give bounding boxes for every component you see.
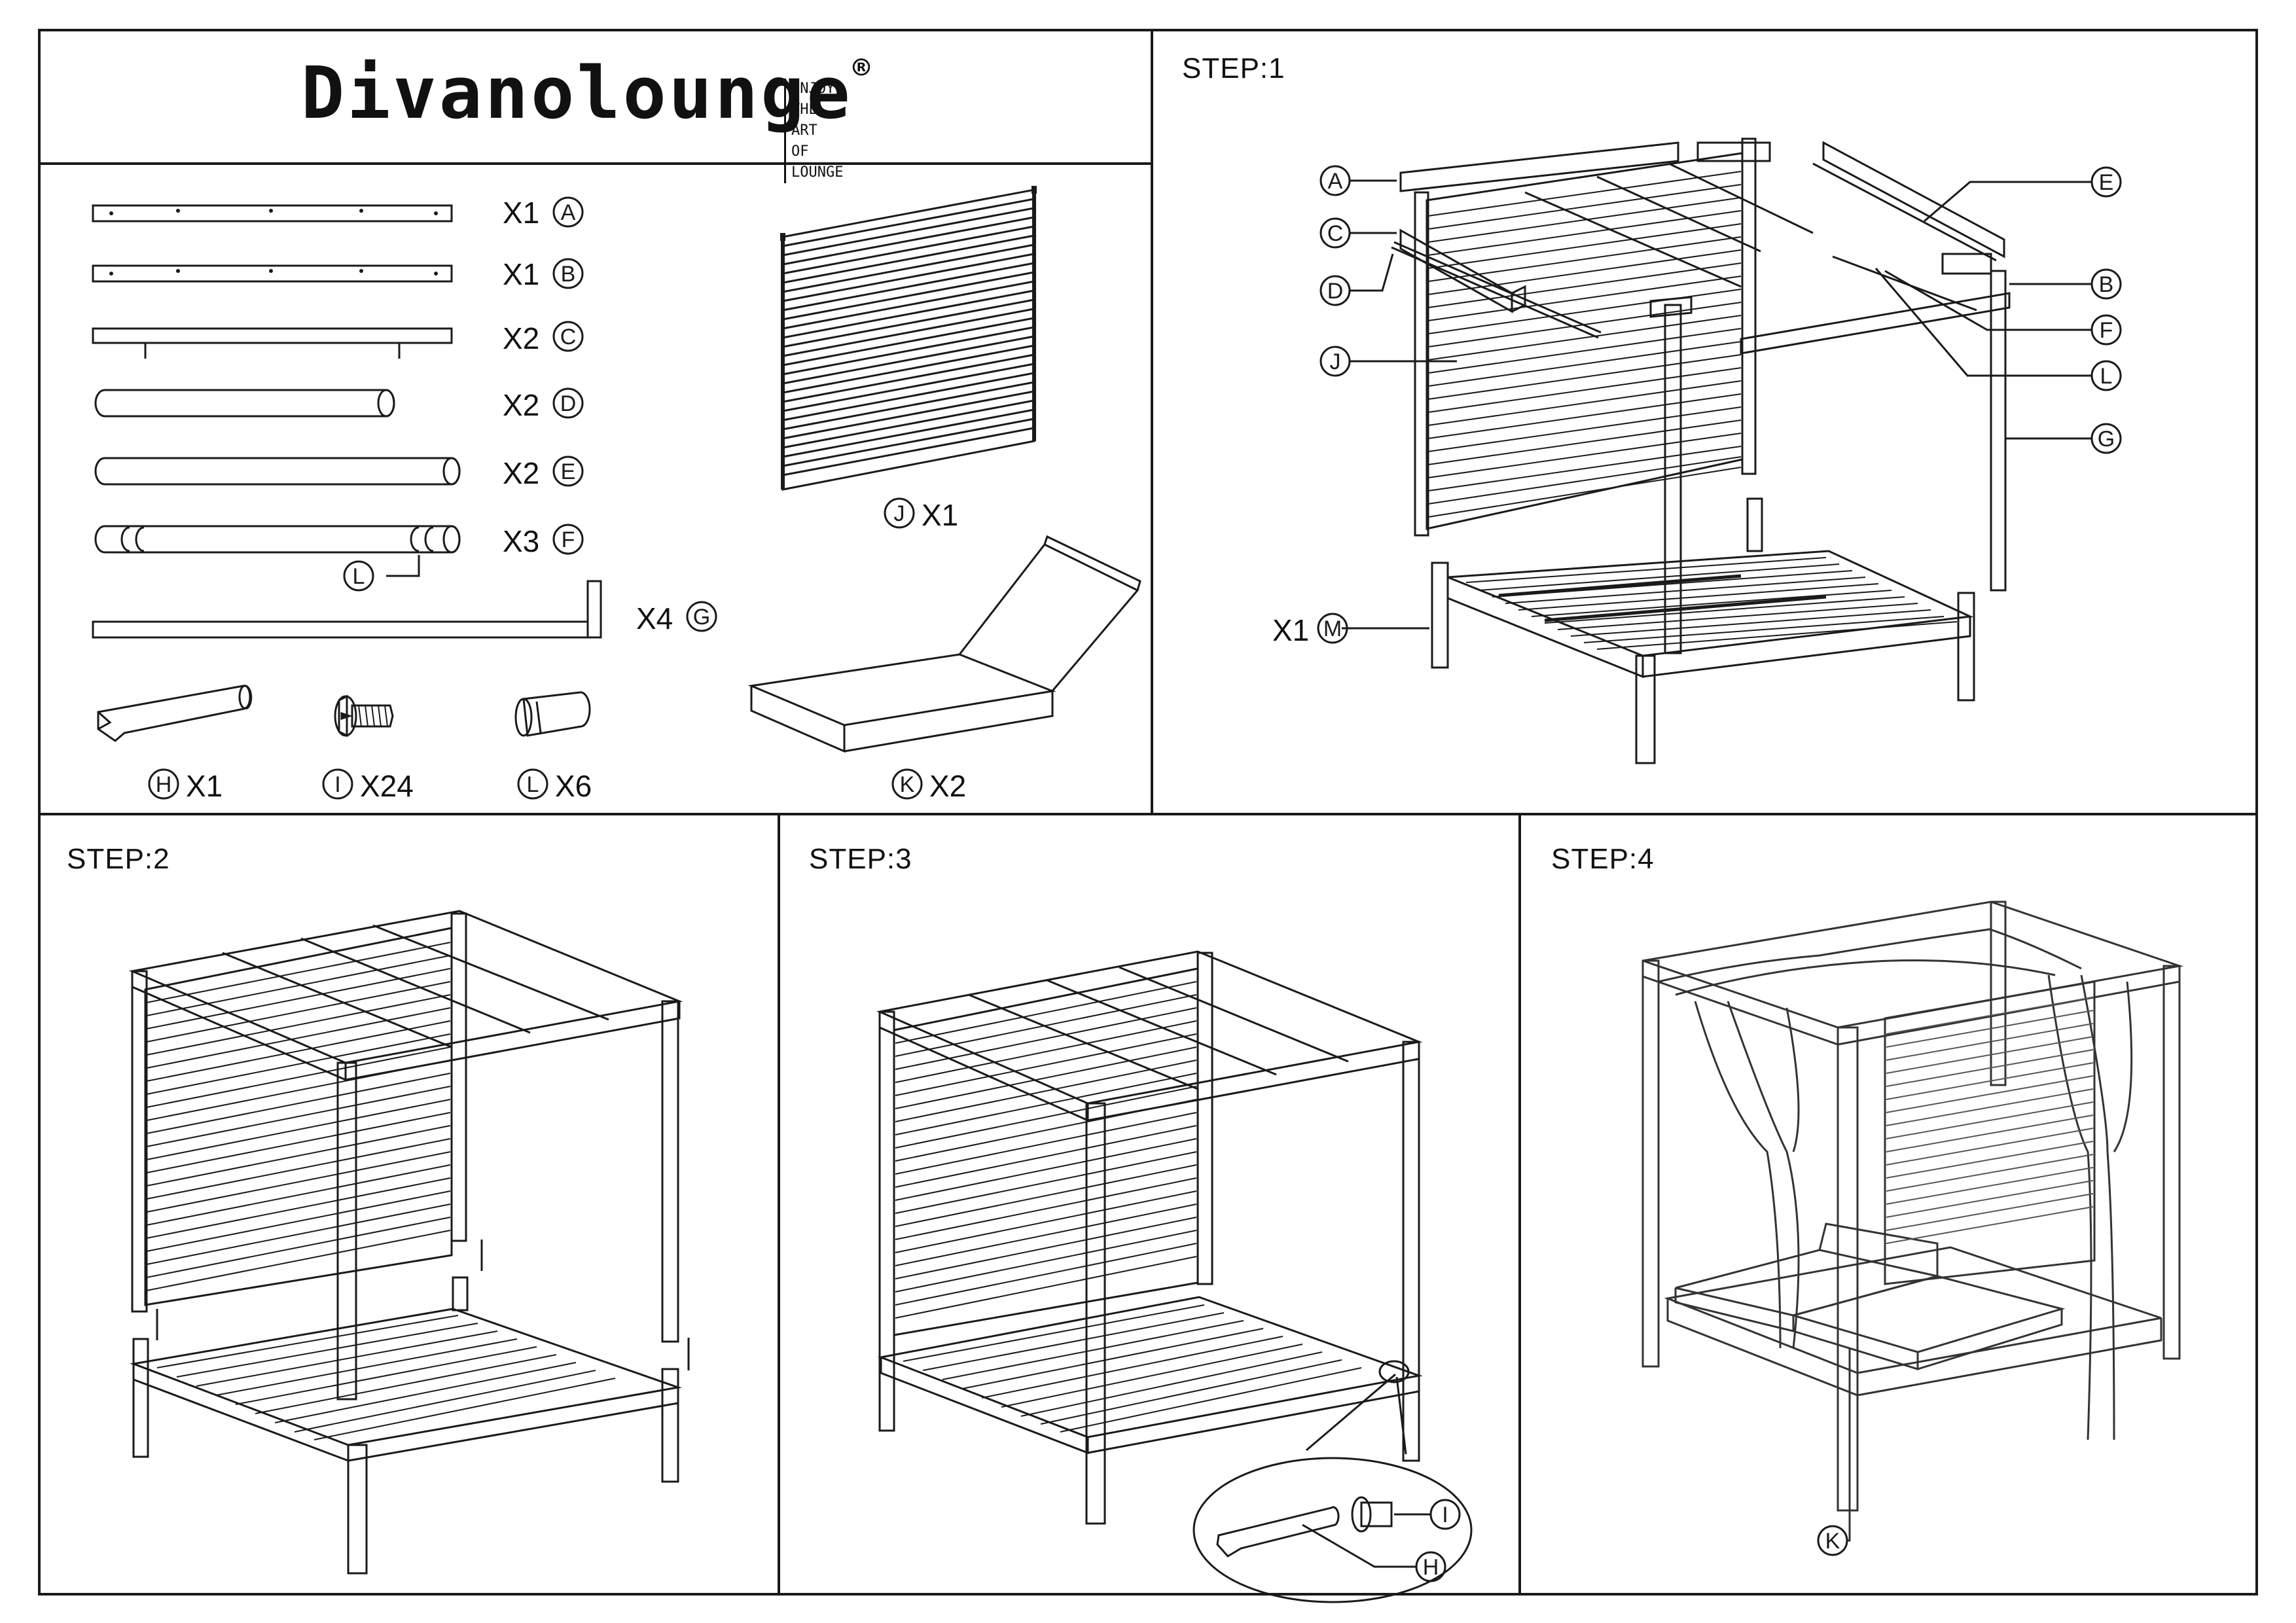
badge-l: L bbox=[527, 772, 539, 797]
part-d-qty: X2 bbox=[503, 388, 540, 422]
step1-callout-j: J bbox=[1330, 349, 1341, 374]
step3-screw bbox=[1360, 1501, 1393, 1527]
badge-a: A bbox=[561, 200, 576, 225]
part-h-hex-key bbox=[97, 685, 253, 742]
badge-b: B bbox=[561, 262, 576, 287]
part-g-qty: X4 bbox=[636, 601, 673, 635]
step3-diagram: I H bbox=[876, 950, 1473, 1603]
part-c-qty: X2 bbox=[503, 321, 540, 355]
badge-d: D bbox=[560, 391, 577, 416]
step1-callout-d: D bbox=[1327, 279, 1344, 304]
step1-exploded-diagram: A C D J E B F L G M bbox=[1317, 137, 2122, 764]
part-l-qty: X6 bbox=[555, 769, 592, 803]
step3-callout-h: H bbox=[1423, 1555, 1439, 1580]
registered-mark: ® bbox=[852, 51, 873, 84]
step2-diagram bbox=[128, 910, 690, 1575]
step4-cushion-right bbox=[1789, 1275, 2066, 1353]
step1-label: STEP:1 bbox=[1182, 52, 1285, 84]
step1-callout-e: E bbox=[2099, 170, 2114, 195]
part-a-beam bbox=[92, 204, 453, 223]
step3-hex-key bbox=[1216, 1506, 1340, 1558]
step2-label: STEP:2 bbox=[67, 843, 170, 875]
brand-tagline: ENJOY THE ART OF LOUNGE bbox=[784, 79, 843, 183]
part-l-sleeve bbox=[514, 691, 591, 737]
part-drawings bbox=[92, 186, 1141, 753]
step1-callout-l: L bbox=[2100, 364, 2113, 389]
step1-callout-m: M bbox=[1323, 616, 1342, 641]
badge-k: K bbox=[900, 772, 915, 797]
part-h-qty: X1 bbox=[186, 769, 223, 803]
step4-label: STEP:4 bbox=[1551, 843, 1655, 875]
badge-f: F bbox=[562, 527, 575, 552]
step3-label: STEP:3 bbox=[809, 843, 912, 875]
step1-callout-g: G bbox=[2098, 427, 2115, 452]
instruction-sheet-frame bbox=[38, 29, 2258, 1596]
badge-j: J bbox=[894, 501, 905, 526]
part-a-qty: X1 bbox=[503, 196, 540, 230]
step1-callout-c: C bbox=[1327, 221, 1344, 246]
part-j-slats bbox=[782, 198, 1035, 476]
part-j-qty: X1 bbox=[922, 498, 959, 532]
step4-callout-k: K bbox=[1825, 1529, 1840, 1554]
part-k-cushion bbox=[747, 535, 1141, 753]
badge-h: H bbox=[156, 772, 172, 797]
badge-c: C bbox=[560, 325, 577, 349]
badge-l-callout: L bbox=[353, 564, 365, 589]
step3-callout-i: I bbox=[1442, 1503, 1448, 1527]
part-i-qty: X24 bbox=[360, 769, 414, 803]
badge-e: E bbox=[561, 459, 576, 484]
part-b-qty: X1 bbox=[503, 257, 540, 291]
step1-callout-b: B bbox=[2099, 272, 2114, 297]
part-f-qty: X3 bbox=[503, 524, 540, 558]
part-letter-badges: A B C D E F G H I L J K L bbox=[148, 196, 923, 800]
step1-base-qty: X1 bbox=[1272, 613, 1310, 647]
part-c-beam bbox=[92, 327, 453, 344]
brand-name: Divanolounge® bbox=[301, 51, 873, 135]
part-b-beam bbox=[92, 264, 453, 283]
part-i-screw bbox=[334, 694, 394, 738]
step1-callout-a: A bbox=[1328, 169, 1343, 194]
step3-detail-zoom bbox=[1193, 1457, 1473, 1603]
step4-assembled-daybed: K bbox=[1641, 901, 2183, 1556]
badge-i: I bbox=[334, 772, 340, 797]
part-k-qty: X2 bbox=[929, 769, 967, 803]
step1-callout-f: F bbox=[2100, 318, 2113, 343]
badge-g: G bbox=[693, 605, 710, 630]
part-e-qty: X2 bbox=[503, 456, 540, 490]
